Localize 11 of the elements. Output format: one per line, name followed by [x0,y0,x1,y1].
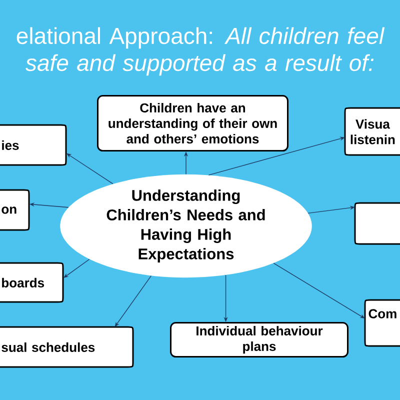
rounded-box: ies [0,124,67,166]
rounded-box: on [0,189,30,231]
rounded-box: sual schedules [0,326,134,368]
rounded-box: Com [364,299,400,347]
rounded-box [354,202,400,245]
arrow [114,275,152,327]
title: elational Approach: All children feel safe and supported as a result of: [16,27,385,76]
rounded-box: Children have an understanding of their own and others’ emotions [97,95,288,152]
rounded-box: boards [0,262,64,303]
rounded-box: Individual behaviour plans [170,322,348,358]
rounded-box: Visua listenin [344,107,400,156]
